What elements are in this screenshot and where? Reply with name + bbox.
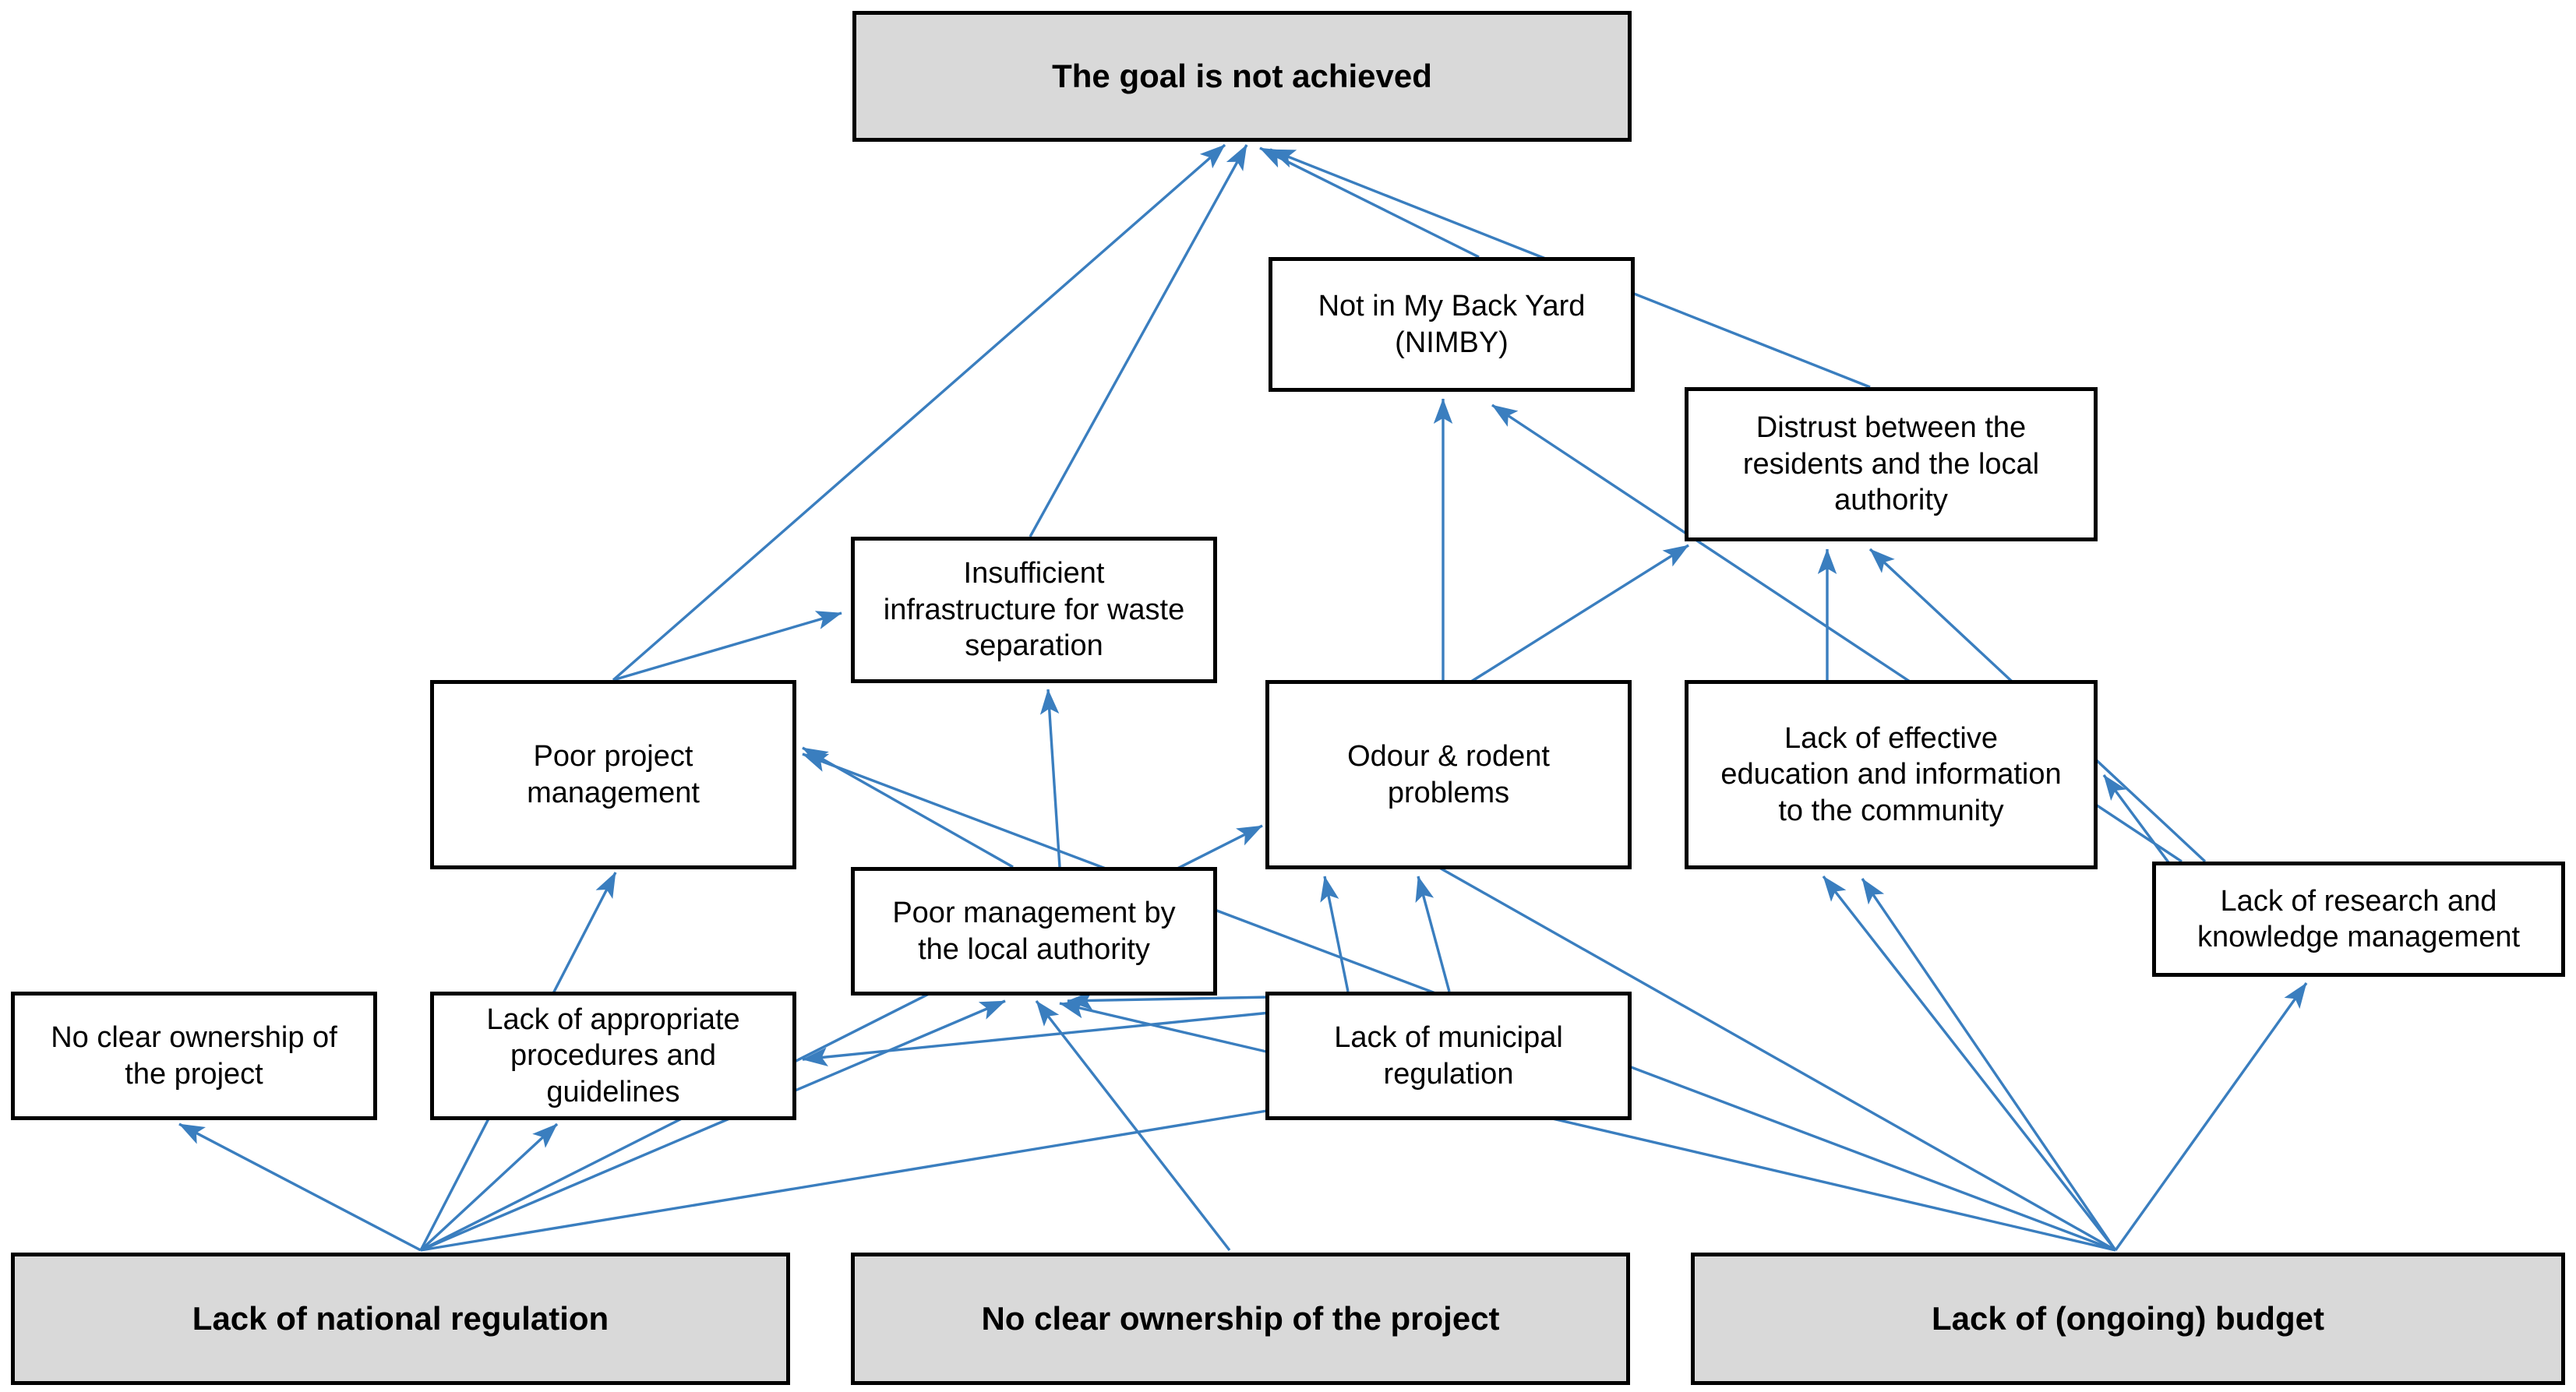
edge-ppm-to-goal (612, 143, 1226, 682)
node-label-procedures: Lack of appropriate procedures and guide… (486, 1003, 740, 1108)
node-education[interactable]: Lack of effective education and informat… (1685, 680, 2098, 869)
edge-budget-to-education (1822, 875, 2117, 1252)
node-label-odour: Odour & rodent problems (1347, 740, 1550, 809)
node-label-ppm: Poor project management (527, 740, 700, 809)
edge-budget-to-pmla (1059, 999, 2116, 1252)
edge-pmla-to-infra (1039, 689, 1061, 868)
node-label-pmla: Poor management by the local authority (892, 897, 1176, 966)
node-odour[interactable]: Odour & rodent problems (1265, 680, 1632, 869)
node-label-budget: Lack of (ongoing) budget (1932, 1300, 2324, 1337)
edge-nimby-to-goal (1259, 146, 1480, 259)
node-goal[interactable]: The goal is not achieved (852, 11, 1632, 142)
edge-budget-to-education (1861, 878, 2117, 1251)
node-national_reg[interactable]: Lack of national regulation (11, 1253, 790, 1385)
edge-national_reg-to-procedures (419, 1122, 559, 1252)
node-label-noclear_root: No clear ownership of the project (981, 1300, 1500, 1337)
node-nimby[interactable]: Not in My Back Yard (NIMBY) (1269, 257, 1635, 392)
node-label-education: Lack of effective education and informat… (1720, 721, 2062, 827)
edge-municipal-to-odour (1320, 876, 1350, 992)
edge-noclear_root-to-pmla (1035, 999, 1231, 1252)
edge-municipal-to-procedures (802, 1011, 1271, 1066)
node-research[interactable]: Lack of research and knowledge managemen… (2152, 862, 2565, 977)
edge-municipal-to-pmla (1067, 991, 1271, 1010)
edge-ppm-to-infra (612, 611, 842, 682)
node-procedures[interactable]: Lack of appropriate procedures and guide… (430, 992, 796, 1120)
node-label-noclear_mid: No clear ownership of the project (51, 1021, 337, 1091)
node-noclear_mid[interactable]: No clear ownership of the project (11, 992, 377, 1120)
edge-infra-to-goal (1029, 144, 1248, 537)
node-ppm[interactable]: Poor project management (430, 680, 796, 869)
edge-municipal-to-odour (1415, 876, 1451, 992)
node-label-goal: The goal is not achieved (1052, 58, 1432, 95)
edge-national_reg-to-pmla (420, 999, 1006, 1252)
node-label-distrust: Distrust between the residents and the l… (1742, 411, 2040, 517)
node-municipal[interactable]: Lack of municipal regulation (1265, 992, 1632, 1120)
node-pmla[interactable]: Poor management by the local authority (851, 867, 1217, 996)
node-noclear_root[interactable]: No clear ownership of the project (851, 1253, 1630, 1385)
node-budget[interactable]: Lack of (ongoing) budget (1691, 1253, 2565, 1385)
edge-budget-to-research (2114, 982, 2308, 1251)
edge-national_reg-to-noclear_mid (178, 1122, 422, 1252)
edge-odour-to-distrust (1464, 544, 1689, 687)
node-label-research: Lack of research and knowledge managemen… (2197, 884, 2521, 953)
node-label-nimby: Not in My Back Yard (NIMBY) (1318, 290, 1586, 359)
node-label-infra: Insufficient infrastructure for waste se… (883, 557, 1185, 663)
node-label-municipal: Lack of municipal regulation (1334, 1021, 1563, 1091)
node-infra[interactable]: Insufficient infrastructure for waste se… (851, 537, 1217, 683)
node-distrust[interactable]: Distrust between the residents and the l… (1685, 387, 2098, 541)
node-label-national_reg: Lack of national regulation (192, 1300, 609, 1337)
